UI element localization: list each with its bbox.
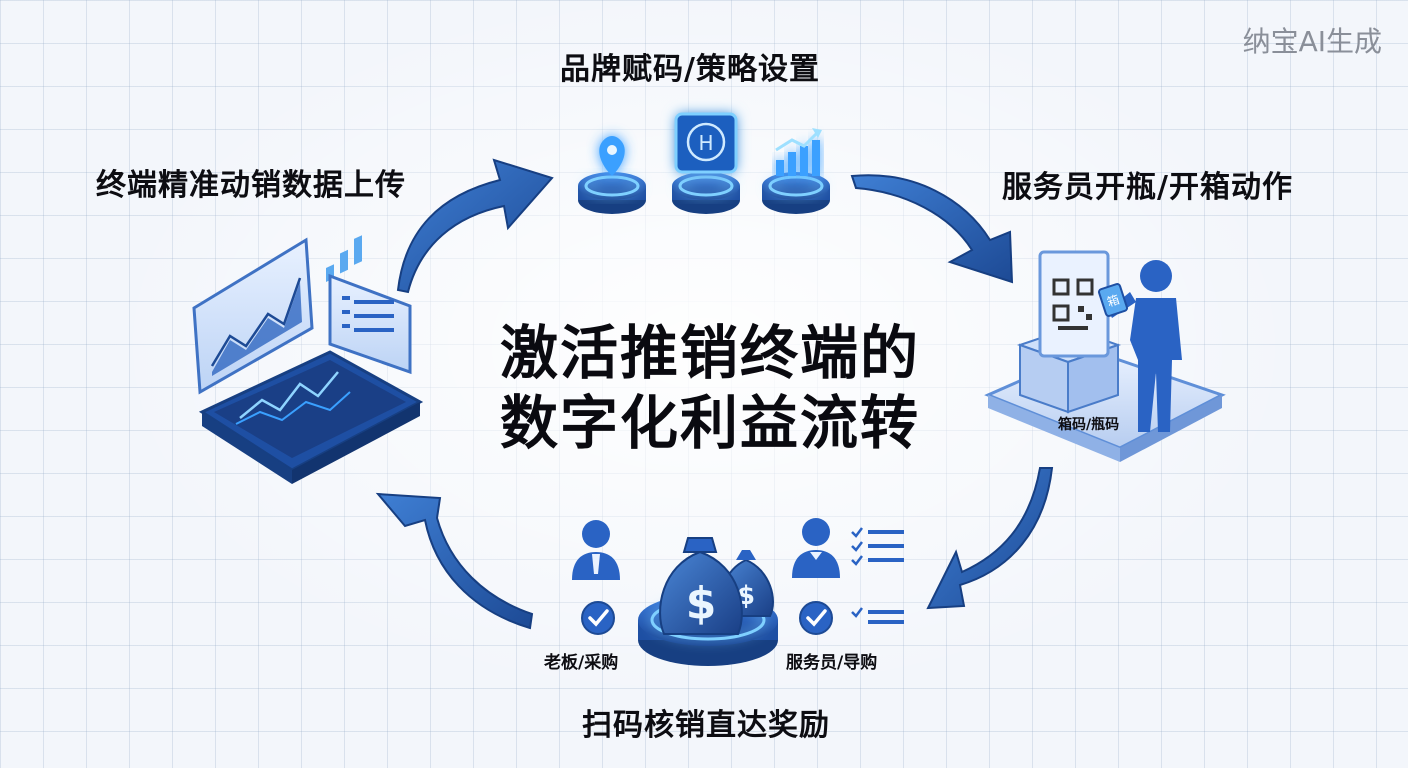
svg-text:H: H (698, 131, 713, 155)
qr-code-icon (1038, 250, 1110, 358)
waiter-label: 服务员/导购 (786, 653, 878, 673)
step-label-top: 品牌赋码/策略设置 (560, 52, 820, 87)
line-chart-icon (192, 237, 314, 395)
owner-label: 老板/采购 (544, 653, 619, 673)
dashboard-laptop-icon (198, 235, 424, 484)
center-title-line2: 数字化利益流转 (499, 389, 920, 457)
arrow-right-to-bottom (926, 467, 1054, 610)
arrow-bottom-to-left (375, 492, 534, 630)
step-label-right: 服务员开瓶/开箱动作 (1002, 170, 1293, 205)
businessman-icon (572, 520, 620, 580)
bottom-icon-group: $ $ (572, 518, 904, 666)
data-panel-icon (328, 273, 412, 375)
step-label-bottom: 扫码核销直达奖励 (582, 708, 830, 743)
arrow-left-to-top (396, 158, 554, 294)
left-icon-group (192, 235, 424, 484)
box-code-label: 箱码/瓶码 (1058, 417, 1120, 433)
center-title-line1: 激活推销终端的 (499, 319, 920, 387)
person-scanning-icon: 箱 (1097, 260, 1182, 432)
growth-chart-icon (762, 128, 830, 214)
arrow-top-to-right (850, 174, 1014, 284)
checklist-icon (851, 527, 904, 624)
center-title: 激活推销终端的 数字化利益流转 (490, 318, 930, 458)
check-circle-icon (799, 601, 833, 635)
watermark: 纳宝AI生成 (1242, 25, 1382, 58)
money-bag-icon: $ $ (659, 537, 774, 635)
step-label-left: 终端精准动销数据上传 (96, 168, 406, 203)
qr-h-icon: H (672, 112, 740, 214)
top-icon-group: H (578, 112, 830, 214)
right-icon-group: 箱 (984, 250, 1226, 462)
location-pin-icon (578, 136, 646, 214)
svg-text:$: $ (686, 578, 717, 629)
box-mark-text: 箱 (1105, 291, 1121, 309)
waiter-icon (792, 518, 840, 578)
check-circle-icon (581, 601, 615, 635)
